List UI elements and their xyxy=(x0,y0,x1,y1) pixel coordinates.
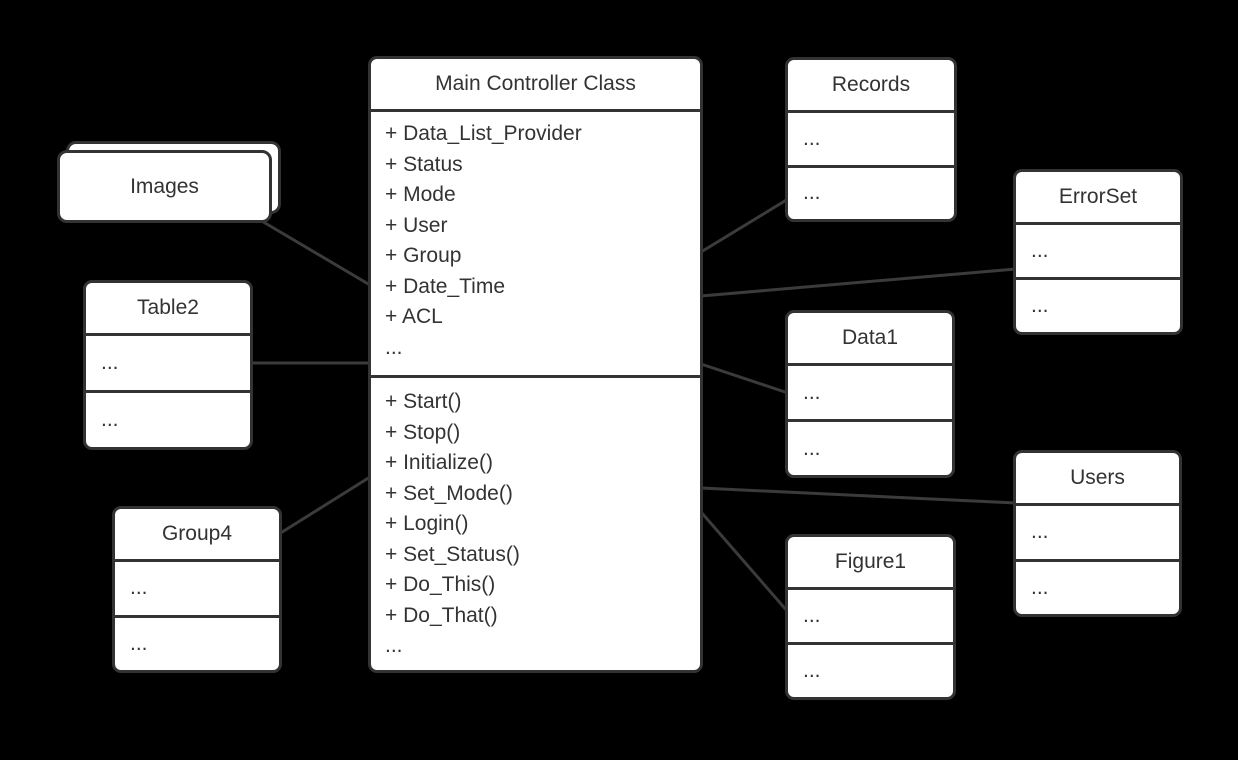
connector-main-to-records xyxy=(700,197,789,254)
connector-main-to-data1 xyxy=(700,362,789,395)
connector-main-to-users xyxy=(700,486,1017,505)
class-method: ... xyxy=(385,634,403,657)
class-attribute: + Group xyxy=(385,244,462,267)
class-box-errorset: ErrorSet ... ... xyxy=(1013,169,1183,335)
class-method: + Set_Mode() xyxy=(385,481,513,505)
class-title: Data1 xyxy=(841,326,899,349)
class-attribute: + Data_List_Provider xyxy=(385,122,582,145)
class-compartment: ... xyxy=(788,587,953,642)
class-method: + Stop() xyxy=(385,420,461,444)
class-box-images: Images xyxy=(57,150,272,223)
class-compartment: ... xyxy=(1016,222,1180,277)
class-method: + Login() xyxy=(385,512,469,535)
connector-images-to-main xyxy=(259,218,371,287)
connector-group4-to-main xyxy=(278,475,371,536)
class-box-data1: Data1 ... ... xyxy=(785,310,955,478)
class-box-figure1: Figure1 ... ... xyxy=(785,534,956,700)
class-compartment: ... xyxy=(788,110,954,165)
class-compartment: ... xyxy=(1016,503,1179,559)
class-title: Figure1 xyxy=(834,550,907,573)
connector-main-to-figure1 xyxy=(699,511,790,613)
class-compartment: ... xyxy=(115,559,279,615)
class-compartment: ... xyxy=(788,419,952,475)
class-box-main-controller: Main Controller Class + Data_List_Provid… xyxy=(368,56,703,673)
class-compartment: ... xyxy=(1016,277,1180,332)
class-attribute: + Status xyxy=(385,152,463,176)
class-methods-compartment: + Start() + Stop() + Initialize() + Set_… xyxy=(371,375,700,670)
class-attributes-compartment: + Data_List_Provider + Status + Mode + U… xyxy=(371,109,700,375)
class-attribute: + ACL xyxy=(385,305,443,328)
class-method: + Do_This() xyxy=(385,573,496,596)
class-title: Users xyxy=(1070,466,1125,489)
class-method: + Set_Status() xyxy=(385,542,520,566)
class-compartment: ... xyxy=(788,164,954,220)
class-title: Images xyxy=(130,174,199,198)
class-method: + Start() xyxy=(385,390,462,413)
class-box-table2: Table2 ... ... xyxy=(83,280,253,450)
class-compartment: ... xyxy=(115,614,279,671)
class-compartment: ... xyxy=(788,642,953,697)
class-compartment: ... xyxy=(1016,558,1179,615)
class-compartment: ... xyxy=(788,363,952,419)
class-compartment: ... xyxy=(86,333,250,390)
class-title: ErrorSet xyxy=(1058,185,1138,208)
class-title: Records xyxy=(831,73,911,96)
class-attribute: + Date_Time xyxy=(385,274,506,298)
class-method: + Do_That() xyxy=(385,603,498,627)
class-attribute: + User xyxy=(385,213,448,237)
connector-main-to-errorset xyxy=(700,267,1017,298)
class-compartment: ... xyxy=(86,390,250,447)
class-title: Table2 xyxy=(137,296,199,319)
class-attribute: + Mode xyxy=(385,183,456,206)
class-method: + Initialize() xyxy=(385,451,493,474)
class-box-group4: Group4 ... ... xyxy=(112,506,282,673)
class-box-records: Records ... ... xyxy=(785,57,957,222)
class-attribute: ... xyxy=(385,335,403,359)
class-title: Group4 xyxy=(161,522,233,545)
class-box-users: Users ... ... xyxy=(1013,450,1182,617)
class-title: Main Controller Class xyxy=(435,72,636,95)
